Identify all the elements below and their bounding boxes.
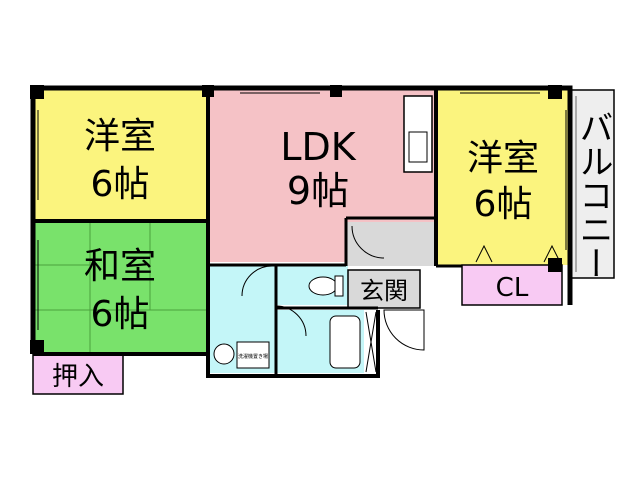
storage-cross: [365, 311, 377, 373]
sliding-door-marks: [475, 244, 561, 263]
balcony-label: バルコニー: [573, 110, 613, 280]
entrance-area: [347, 269, 421, 309]
room-western-left-floor: [33, 88, 208, 221]
wet-areas: 洗濯機置き場: [208, 265, 377, 373]
closet-label: CL: [496, 273, 529, 303]
closet-area: [461, 264, 563, 306]
door-swing-bath: [275, 305, 307, 337]
washbasin-icon: [213, 343, 235, 365]
bathtub-icon: [329, 315, 361, 369]
kitchen-sink-icon: [408, 131, 428, 163]
storage-label: 押入: [52, 362, 104, 392]
room-western-right-name: 洋室: [467, 138, 539, 179]
washer-space-label: 洗濯機置き場: [238, 353, 268, 360]
room-japanese: 和室 6帖: [33, 221, 208, 354]
washer-space: [236, 341, 270, 369]
window-marks: [37, 92, 567, 330]
entrance: 玄関: [346, 222, 436, 351]
room-western-left: 洋室 6帖: [33, 88, 208, 221]
room-ldk-name: LDK: [280, 125, 356, 169]
door-swing-ldk: [351, 225, 385, 259]
room-western-right: 洋室 6帖: [436, 90, 570, 265]
room-western-left-size: 6帖: [91, 164, 150, 205]
storage: 押入: [32, 353, 124, 395]
entry-door-swing: [383, 309, 425, 351]
room-japanese-floor: [33, 221, 208, 354]
room-ldk-size: 9帖: [287, 169, 349, 213]
toilet-tank-icon: [334, 275, 344, 297]
entrance-label: 玄関: [360, 277, 408, 305]
balcony-area: [569, 89, 615, 279]
entrance-hall-floor: [346, 222, 436, 266]
room-western-left-name: 洋室: [84, 116, 156, 157]
closet: CL: [461, 264, 563, 306]
storage-area: [32, 353, 124, 395]
tatami-lines: [33, 221, 208, 354]
structural-columns: [30, 85, 562, 354]
room-japanese-name: 和室: [84, 246, 156, 287]
room-western-right-floor: [436, 90, 570, 265]
room-japanese-size: 6帖: [91, 294, 150, 335]
balcony: バルコニー: [569, 89, 615, 280]
toilet-icon: [308, 276, 338, 296]
room-western-right-size: 6帖: [474, 184, 533, 225]
